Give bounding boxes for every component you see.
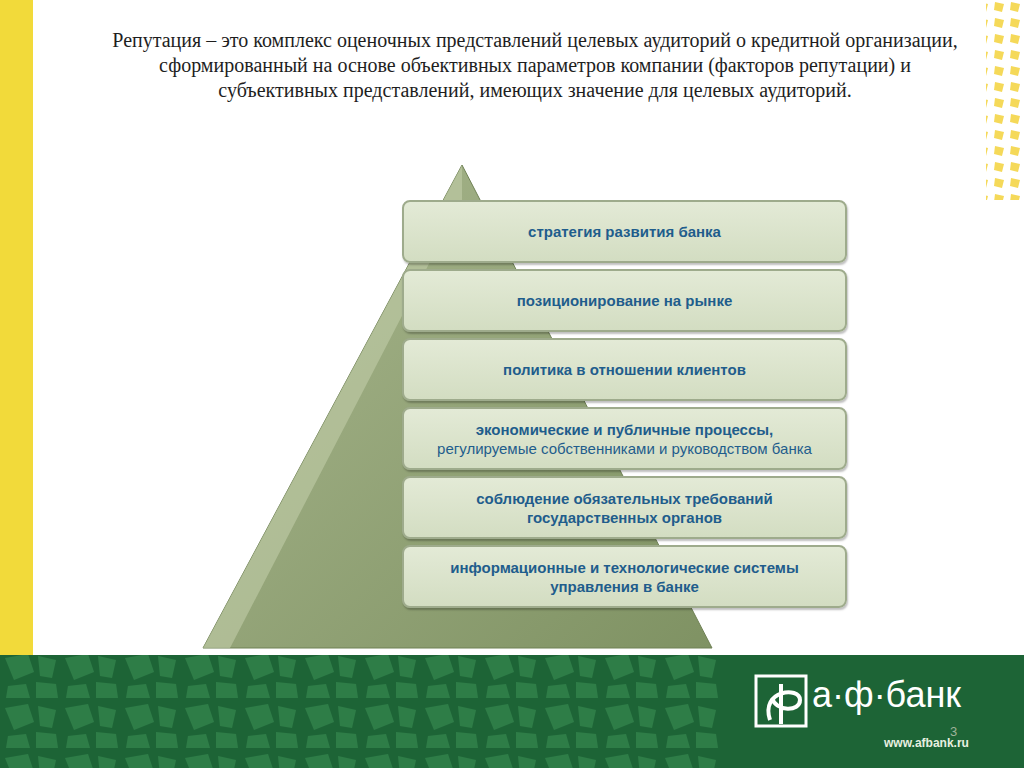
logo-text: а·ф·банк [812,674,961,716]
factor-text: соблюдение обязательных требований госуд… [416,489,833,527]
factor-text: позиционирование на рынке [517,291,733,310]
factor-text: экономические и публичные процессы, [476,420,773,439]
factor-box: политика в отношении клиентов [402,338,847,401]
factor-box: позиционирование на рынке [402,269,847,332]
factor-text: регулируемые собственниками и руководств… [437,439,812,458]
yellow-strip [986,0,1024,200]
factor-text: политика в отношении клиентов [503,360,746,379]
page-number: 3 [950,724,957,739]
factor-text: информационные и технологические системы… [416,558,833,596]
factor-box: экономические и публичные процессы,регул… [402,407,847,470]
logo-icon [768,684,800,724]
factor-text: стратегия развития банка [528,222,721,241]
green-band [0,655,1024,768]
factor-box: стратегия развития банка [402,200,847,263]
green-pattern [0,655,720,768]
factor-box: информационные и технологические системы… [402,545,847,608]
logo-frame [756,676,806,726]
factor-box: соблюдение обязательных требований госуд… [402,476,847,539]
slide-title: Репутация – это комплекс оценочных предс… [100,28,970,103]
yellow-bar [0,0,33,655]
